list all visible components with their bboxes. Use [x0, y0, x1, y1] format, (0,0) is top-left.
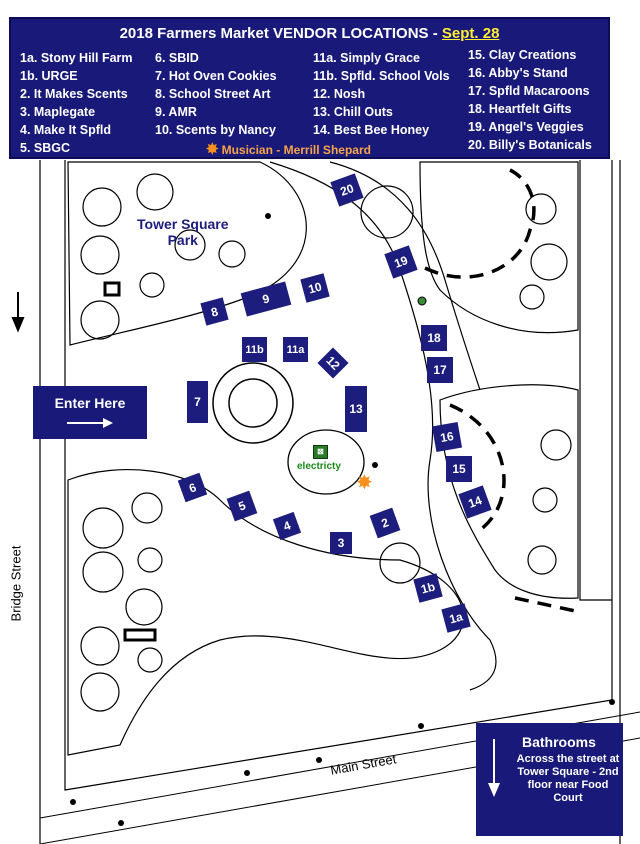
- posts: [70, 213, 615, 826]
- fountain-outer: [212, 362, 294, 444]
- booth-13[interactable]: 13: [345, 386, 367, 432]
- legend-title: 2018 Farmers Market VENDOR LOCATIONS - S…: [119, 25, 500, 42]
- arrow-right-icon: [67, 418, 113, 428]
- walkway-curve-2: [329, 161, 481, 391]
- bathrooms-sign: Bathrooms Across the street at Tower Squ…: [476, 723, 623, 836]
- lawn-right-upper: [419, 161, 579, 334]
- vendor-item: 13. Chill Outs: [313, 105, 393, 119]
- bathrooms-description: Across the street at Tower Square - 2nd …: [516, 753, 620, 804]
- vendor-item: 4. Make It Spfld: [20, 123, 111, 137]
- bathrooms-title: Bathrooms: [522, 734, 596, 750]
- fountain-inner: [228, 378, 278, 428]
- booth-7[interactable]: 7: [187, 381, 208, 423]
- vendor-item: 6. SBID: [155, 51, 199, 65]
- bench-lower: [123, 628, 157, 642]
- booth-16[interactable]: 16: [431, 421, 463, 453]
- vendor-item: 11b. Spfld. School Vols: [313, 69, 450, 83]
- entry-arrow-left: [11, 292, 25, 333]
- vendor-item: 1b. URGE: [20, 69, 78, 83]
- vendor-item: 5. SBGC: [20, 141, 71, 155]
- enter-label: Enter Here: [54, 395, 126, 411]
- walkway-curve: [269, 161, 497, 691]
- booth-15[interactable]: 15: [446, 456, 472, 482]
- vendor-item: 2. It Makes Scents: [20, 87, 128, 101]
- vendor-item: 16. Abby's Stand: [468, 66, 568, 80]
- vendor-column-1: 1a. Stony Hill Farm 1b. URGE 2. It Makes…: [20, 49, 133, 157]
- vendor-item: 12. Nosh: [313, 87, 366, 101]
- booth-17[interactable]: 17: [427, 357, 453, 383]
- trees-right: [360, 185, 572, 584]
- vendor-column-3: 11a. Simply Grace 11b. Spfld. School Vol…: [313, 49, 450, 139]
- booth-18[interactable]: 18: [421, 325, 447, 351]
- lawn-upper-left: [67, 161, 307, 346]
- vendor-item: 7. Hot Oven Cookies: [155, 69, 277, 83]
- legend-date: Sept. 28: [441, 25, 500, 42]
- electricity-label: electricty: [297, 461, 341, 472]
- electricity-area: [287, 429, 365, 495]
- vendor-item: 18. Heartfelt Gifts: [468, 102, 572, 116]
- star-icon: ✸: [206, 141, 219, 158]
- vendor-legend: 2018 Farmers Market VENDOR LOCATIONS - S…: [9, 17, 610, 159]
- vendor-column-2: 6. SBID 7. Hot Oven Cookies 8. School St…: [155, 49, 277, 139]
- vendor-item: 9. AMR: [155, 105, 197, 119]
- arrow-down-icon: [488, 739, 500, 797]
- bridge-street-label: Bridge Street: [8, 545, 24, 622]
- vendor-item: 8. School Street Art: [155, 87, 271, 101]
- green-post: [417, 296, 427, 306]
- vendor-item: 1a. Stony Hill Farm: [20, 51, 133, 65]
- right-rail: [579, 160, 612, 601]
- vendor-item: 14. Best Bee Honey: [313, 123, 430, 137]
- musician-location-icon: ✸: [356, 472, 373, 494]
- trees-upper-left: [80, 173, 246, 340]
- vendor-item: 17. Spfld Macaroons: [468, 84, 590, 98]
- booth-11a[interactable]: 11a: [283, 337, 308, 362]
- booth-11b[interactable]: 11b: [242, 337, 267, 362]
- enter-here-sign: Enter Here: [33, 386, 147, 439]
- vendor-item: 10. Scents by Nancy: [155, 123, 276, 137]
- vendor-item: 20. Billy's Botanicals: [468, 138, 592, 152]
- electric-outlet-icon: ⊠: [313, 445, 328, 459]
- vendor-item: 3. Maplegate: [20, 105, 96, 119]
- vendor-item: 19. Angel's Veggies: [468, 120, 584, 134]
- dashed-paths: [424, 168, 581, 614]
- vendor-column-4: 15. Clay Creations 16. Abby's Stand 17. …: [468, 46, 592, 154]
- booth-3[interactable]: 3: [330, 532, 352, 554]
- vendor-item: 11a. Simply Grace: [313, 51, 421, 65]
- musician-label: ✸Musician - Merrill Shepard: [206, 141, 371, 158]
- lawn-right-lower: [439, 384, 579, 599]
- bench-upper: [103, 281, 121, 297]
- vendor-item: 15. Clay Creations: [468, 48, 577, 62]
- trees-lower-left: [80, 492, 163, 712]
